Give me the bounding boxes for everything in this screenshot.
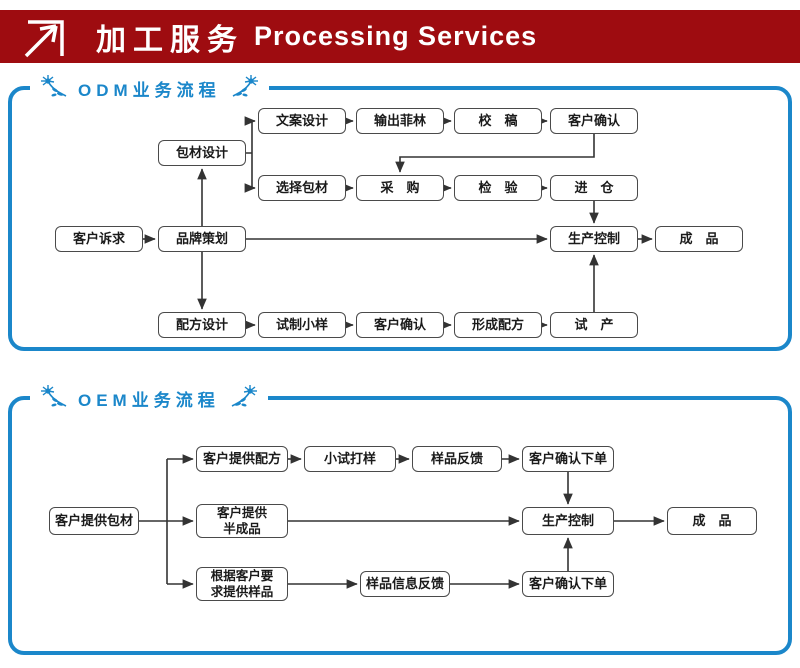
oem-flow-panel: OEM业务流程 (8, 383, 792, 655)
node-trial-production: 试 产 (550, 312, 638, 338)
node-packaging-design: 包材设计 (158, 140, 246, 166)
node-order-confirm-top: 客户确认下单 (522, 446, 614, 472)
node-customer-confirm-bottom: 客户确认 (356, 312, 444, 338)
bird-flourish-icon (231, 385, 257, 407)
node-finished-product: 成 品 (667, 507, 757, 535)
node-formula-design: 配方设计 (158, 312, 246, 338)
node-sample-per-request: 根据客户要 求提供样品 (196, 567, 288, 601)
node-purchasing: 采 购 (356, 175, 444, 201)
node-warehousing: 进 仓 (550, 175, 638, 201)
node-production-control: 生产控制 (550, 226, 638, 252)
header-title-zh: 加工服务 (96, 23, 244, 57)
node-film-output: 输出菲林 (356, 108, 444, 134)
odm-title-text: ODM业务流程 (78, 80, 221, 100)
node-formula-finalized: 形成配方 (454, 312, 542, 338)
oem-flow-connectors (139, 454, 665, 589)
node-customer-semifinished: 客户提供 半成品 (196, 504, 288, 538)
page-header: 加工服务 Processing Services (0, 10, 800, 63)
node-brand-planning: 品牌策划 (158, 226, 246, 252)
node-customer-packaging: 客户提供包材 (49, 507, 139, 535)
node-sample-feedback: 样品反馈 (412, 446, 502, 472)
oem-title-text: OEM业务流程 (78, 390, 220, 410)
oem-panel-title: OEM业务流程 (30, 383, 268, 413)
node-customer-confirm-top: 客户确认 (550, 108, 638, 134)
bird-flourish-icon (232, 75, 258, 97)
node-production-control: 生产控制 (522, 507, 614, 535)
node-sample-trial: 试制小样 (258, 312, 346, 338)
node-sample-info-feedback: 样品信息反馈 (360, 571, 450, 597)
bird-flourish-icon (41, 385, 67, 407)
node-customer-formula: 客户提供配方 (196, 446, 288, 472)
bird-flourish-icon (41, 75, 67, 97)
odm-flow-panel: ODM业务流程 (8, 73, 792, 351)
node-small-trial: 小试打样 (304, 446, 396, 472)
node-finished-product: 成 品 (655, 226, 743, 252)
node-customer-demand: 客户诉求 (55, 226, 143, 252)
node-order-confirm-bottom: 客户确认下单 (522, 571, 614, 597)
diagonal-arrow-icon (24, 19, 64, 57)
odm-panel-title: ODM业务流程 (30, 73, 269, 103)
node-packaging-selection: 选择包材 (258, 175, 346, 201)
node-inspection: 检 验 (454, 175, 542, 201)
node-proofreading: 校 稿 (454, 108, 542, 134)
odm-flow-connectors (143, 116, 653, 330)
header-title-en: Processing Services (254, 21, 538, 51)
node-copy-design: 文案设计 (258, 108, 346, 134)
